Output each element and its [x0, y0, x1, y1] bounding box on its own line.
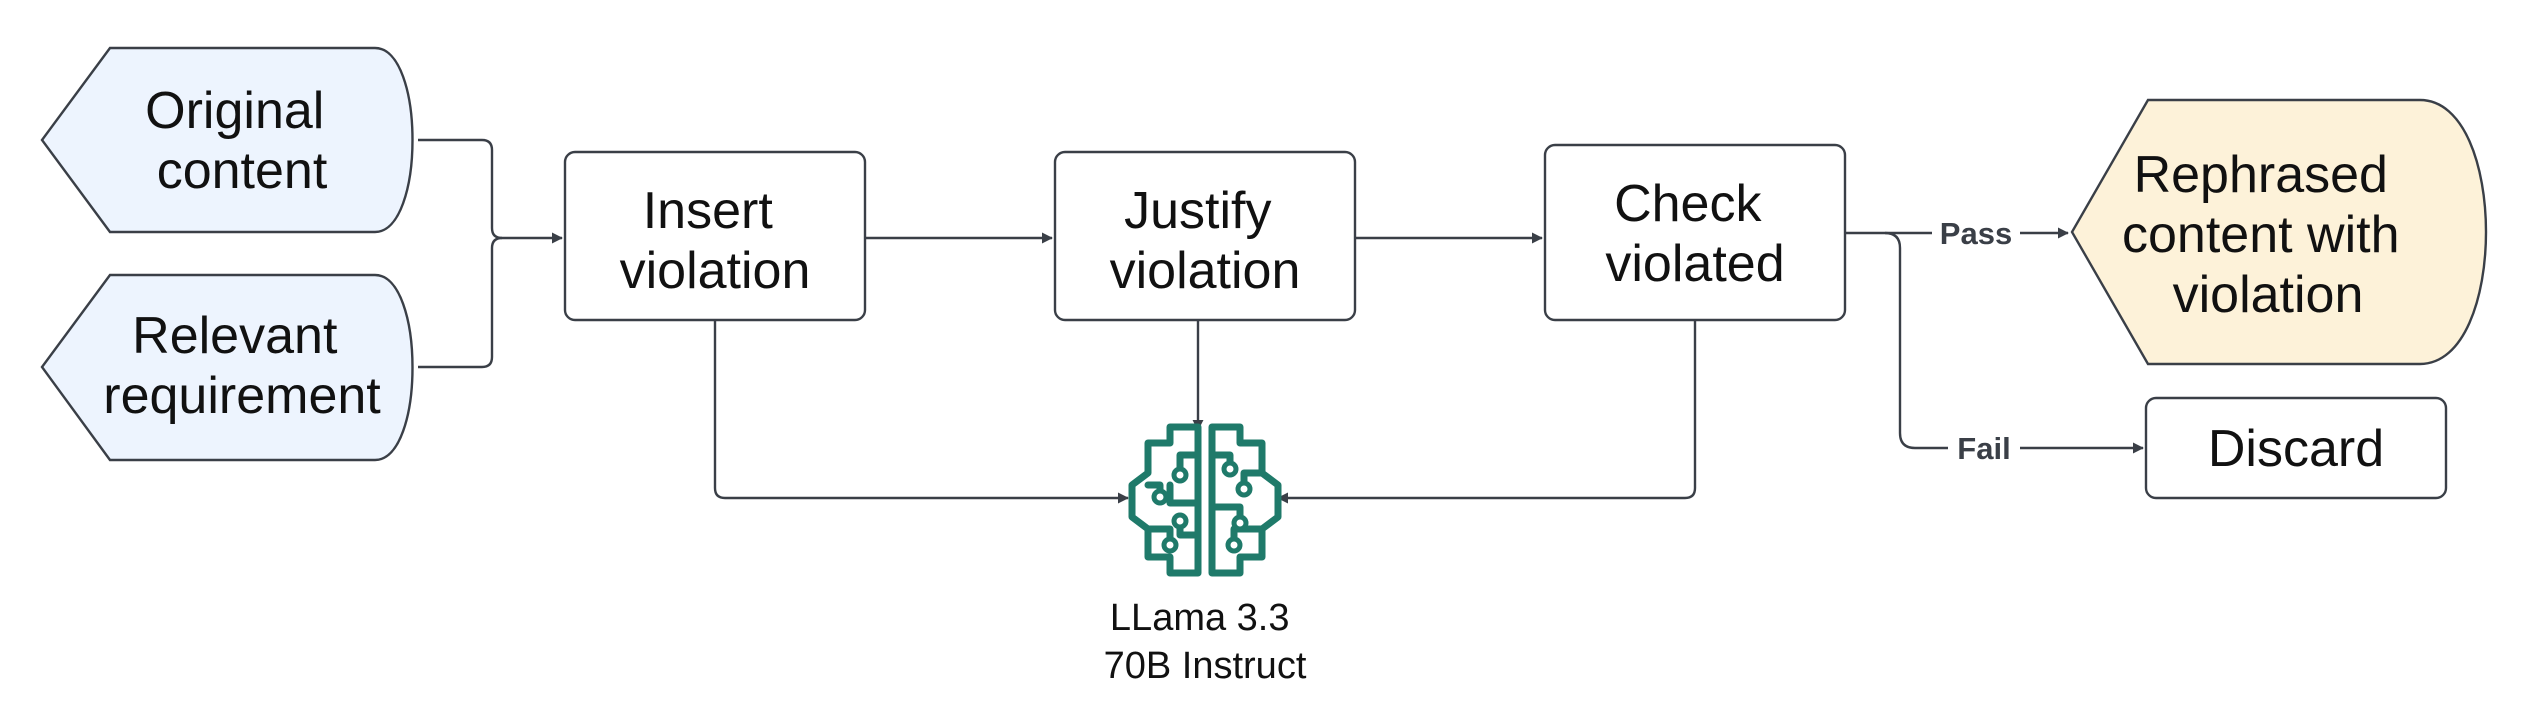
model-connectors — [713, 320, 1697, 504]
discard-label: Discard — [2208, 420, 2384, 478]
step-insert-line1: Insert — [643, 182, 774, 240]
svg-text:Check violated: Check violated — [1605, 175, 1784, 293]
input-requirement-line2: requirement — [103, 367, 381, 425]
output-rephrased-content: Rephrased content with violation — [2070, 98, 2488, 366]
step-check-violated: Check violated — [1543, 143, 1847, 322]
model-label: LLama 3.3 70B Instruct — [1104, 597, 1307, 687]
svg-text:Rephrased content with: Rephrased content with violation — [2122, 146, 2414, 324]
fail-label: Fail — [1957, 431, 2010, 466]
step-insert-line2: violation — [620, 242, 811, 300]
step-check-line2: violated — [1605, 235, 1784, 293]
svg-text:Insert violation: Insert violation — [620, 182, 811, 300]
step-justify-line1: Justify — [1124, 182, 1271, 240]
model-label-line2: 70B Instruct — [1104, 645, 1307, 687]
model-label-line1: LLama 3.3 — [1110, 597, 1290, 639]
input-original-line2: content — [157, 142, 328, 200]
fail-edge: Fail — [1884, 231, 2144, 467]
output-line3: violation — [2173, 266, 2364, 324]
brain-circuit-icon — [1128, 423, 1282, 577]
step-justify-violation: Justify violation — [1053, 150, 1357, 322]
input-original-content: Original content — [40, 46, 414, 234]
svg-text:Original content: Original content — [145, 82, 339, 200]
pass-label: Pass — [1940, 216, 2012, 251]
step-insert-violation: Insert violation — [563, 150, 867, 322]
svg-text:Justify violation: Justify violation — [1110, 182, 1301, 300]
output-line1: Rephrased — [2134, 146, 2388, 204]
merge-connector — [418, 138, 563, 369]
input-original-line1: Original — [145, 82, 324, 140]
output-line2: content with — [2122, 206, 2400, 264]
discard-node: Discard — [2144, 396, 2448, 500]
input-relevant-requirement: Relevant requirement — [40, 273, 414, 462]
pass-edge: Pass — [1845, 214, 2069, 252]
svg-text:Relevant requirement: Relevant requirement — [103, 307, 381, 425]
input-requirement-line1: Relevant — [132, 307, 338, 365]
step-check-line1: Check — [1614, 175, 1762, 233]
step-justify-line2: violation — [1110, 242, 1301, 300]
